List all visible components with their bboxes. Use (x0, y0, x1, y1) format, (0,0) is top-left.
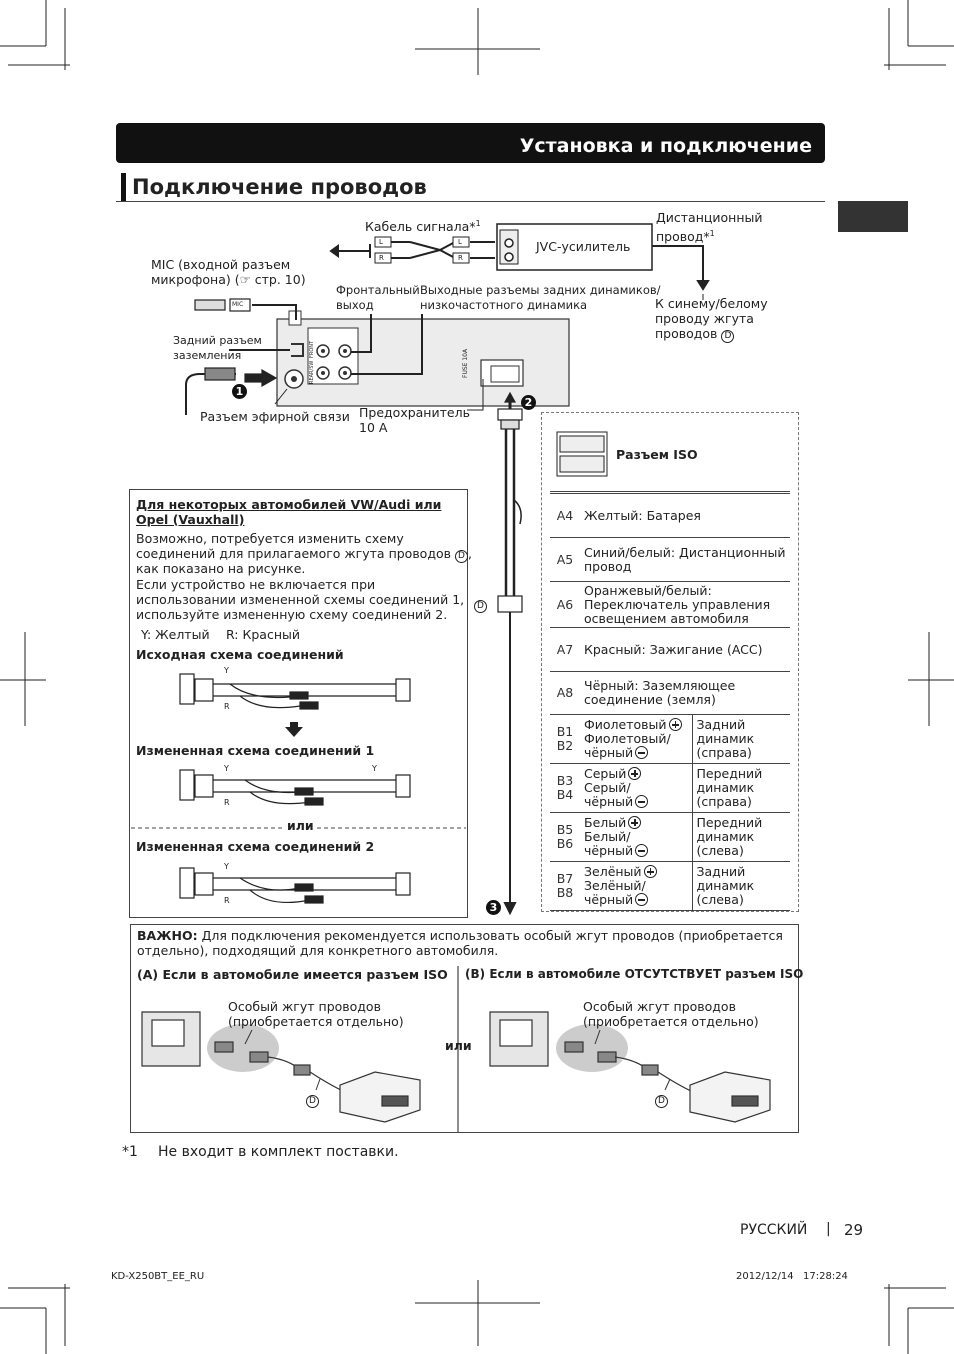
side-tab (838, 201, 908, 232)
section-title: Подключение проводов (121, 173, 427, 202)
mic-plug-label: MIC (232, 301, 244, 308)
vw-title-2: Opel (Vauxhall) (136, 512, 245, 527)
important-text-1: ВАЖНО: Для подключения рекомендуется исп… (137, 928, 783, 943)
plug-r-label: R (379, 254, 384, 262)
important-a: (A) Если в автомобиле имеется разъем ISO (137, 967, 448, 982)
rear-out-label-1: Выходные разъемы задних динамиков/ (420, 283, 661, 297)
vw-p1-2: соединений для прилагаемого жгута провод… (136, 546, 472, 563)
harness-d-label: D (474, 596, 487, 613)
vw-p1-1: Возможно, потребуется изменить схему (136, 531, 404, 546)
footnote-mark: *1 (122, 1144, 138, 1160)
vw-legend-y: Y: Желтый (141, 627, 210, 642)
harness-d-a: D (306, 1091, 319, 1108)
vw-p2-3: используйте измененную схему соединений … (136, 607, 448, 622)
signal-cable-label: Кабель сигнала*1 (365, 219, 481, 235)
mic-label-1: MIC (входной разъем (151, 257, 291, 272)
vw-p1-3: как показано на рисунке. (136, 561, 306, 576)
car-install-a (141, 1011, 421, 1123)
rca-plugs (374, 236, 470, 264)
vw-audi-box (129, 489, 468, 918)
title-rule (116, 201, 825, 202)
vw-title-1: Для некоторых автомобилей VW/Audi или (136, 497, 442, 512)
iso-dashed-frame (541, 412, 799, 912)
vw-modified-2: Измененная схема соединений 2 (136, 839, 375, 854)
vw-p2-1: Если устройство не включается при (136, 577, 376, 592)
remote-to-1: К синему/белому (655, 296, 768, 311)
wiring-original (179, 673, 411, 710)
wire-r-3: R (224, 896, 230, 905)
wiring-modified-2 (179, 867, 411, 904)
iso-top-rule (550, 491, 790, 492)
fuse-mark: FUSE 10A (462, 348, 469, 378)
special-b-2: (приобретается отдельно) (583, 1014, 759, 1029)
plug-r2-label: R (458, 254, 463, 262)
important-b: (B) Если в автомобиле ОТСУТСТВУЕТ разъем… (465, 967, 804, 981)
remote-wire-label-1: Дистанционный (656, 210, 763, 225)
plug-l-label: L (379, 238, 383, 246)
vw-or: или (287, 818, 314, 833)
rear-mark: REAR/SW (309, 360, 315, 384)
special-b-1: Особый жгут проводов (583, 999, 736, 1014)
harness-d-b: D (655, 1091, 668, 1108)
important-or: или (445, 1038, 472, 1053)
wire-y-1: Y (224, 666, 229, 675)
wiring-modified-1 (179, 769, 411, 806)
footer-model: KD-X250BT_EE_RU (111, 1271, 205, 1282)
plug-l2-label: L (458, 238, 462, 246)
footnote-text: Не входит в комплект поставки. (158, 1144, 399, 1160)
amplifier (496, 223, 653, 271)
badge-1: 1 (232, 384, 247, 399)
fuse-label-2: 10 А (359, 420, 388, 435)
vw-original: Исходная схема соединений (136, 647, 344, 662)
important-box (130, 924, 799, 1133)
mic-label-2: микрофона) (☞ стр. 10) (151, 272, 306, 287)
wire-y-3: Y (372, 764, 377, 773)
remote-to-3: проводов D (655, 326, 735, 343)
header-title: Установка и подключение (519, 135, 812, 157)
fuse-label-1: Предохранитель (359, 405, 470, 420)
important-text-2: отдельно), подходящий для конкретного ав… (137, 943, 499, 958)
vw-legend-r: R: Красный (226, 627, 300, 642)
footer-separator: | (826, 1221, 831, 1237)
badge-2: 2 (521, 395, 536, 410)
vw-p2-2: использовании измененной схемы соединени… (136, 592, 465, 607)
antenna-label: Разъем эфирной связи (200, 409, 350, 424)
down-arrow (285, 727, 303, 737)
harness-parts (194, 298, 523, 613)
amplifier-label: JVC-усилитель (536, 239, 631, 254)
footer-time: 17:28:24 (803, 1271, 848, 1282)
front-out-label-1: Фронтальный (336, 283, 420, 297)
wire-r-2: R (224, 798, 230, 807)
car-install-b (489, 1011, 771, 1123)
wire-y-4: Y (224, 862, 229, 871)
front-out-label-2: выход (336, 298, 374, 312)
remote-to-2: проводу жгута (655, 311, 754, 326)
rear-out-label-2: низкочастотного динамика (420, 298, 588, 312)
iso-title: Разъем ISO (616, 447, 698, 462)
remote-wire-label-2: провод*1 (656, 229, 715, 245)
wire-y-2: Y (224, 764, 229, 773)
footer-language: РУССКИЙ (740, 1222, 808, 1238)
vw-modified-1: Измененная схема соединений 1 (136, 743, 375, 758)
page-number: 29 (844, 1221, 864, 1239)
footer-date: 2012/12/14 (736, 1271, 794, 1282)
special-a-1: Особый жгут проводов (228, 999, 381, 1014)
ground-label-2: заземления (173, 349, 242, 362)
header-bar: Установка и подключение (116, 123, 825, 163)
special-a-2: (приобретается отдельно) (228, 1014, 404, 1029)
badge-3: 3 (486, 900, 501, 915)
wire-r-1: R (224, 702, 230, 711)
head-unit-rear-panel (276, 310, 570, 407)
iso-connector-picture (556, 431, 608, 477)
front-mark: FRONT (309, 340, 315, 358)
ground-label-1: Задний разъем (173, 334, 262, 347)
